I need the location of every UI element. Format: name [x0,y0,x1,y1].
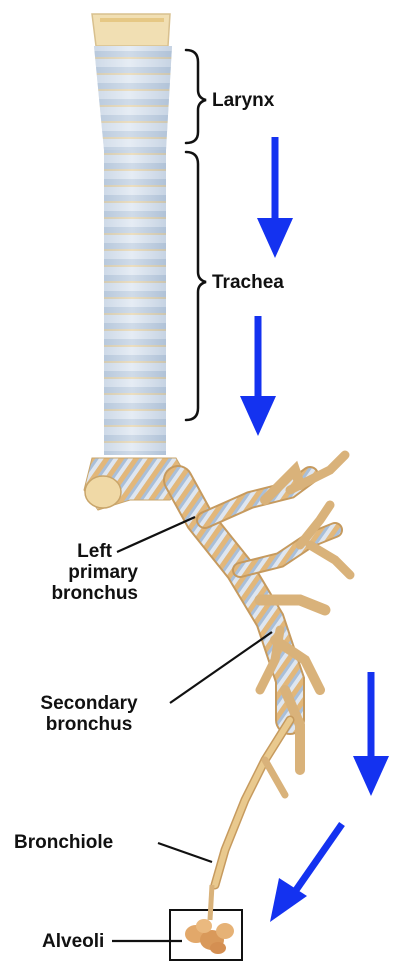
bronchiole-leader [158,843,212,862]
left-primary-bronchus-line-1: Left [40,541,138,562]
alveoli-label: Alveoli [42,931,104,952]
arrow-diagonal [270,824,342,922]
larynx-label: Larynx [212,90,274,111]
left-primary-bronchus-line-3: bronchus [40,583,138,604]
trachea-structure [104,150,166,455]
larynx-structure [92,14,172,150]
alveoli-box [170,885,242,960]
larynx-bracket [186,50,206,143]
arrow-down-3 [353,672,389,796]
trachea-label: Trachea [212,272,284,293]
left-primary-bronchus-label: Left primary bronchus [40,541,138,604]
secondary-bronchus-label: Secondary bronchus [14,693,164,735]
left-bronchial-tree [178,455,350,885]
left-primary-bronchus-line-2: primary [40,562,138,583]
secondary-bronchus-line-1: Secondary [14,693,164,714]
secondary-bronchus-line-2: bronchus [14,714,164,735]
arrow-down-2 [240,316,276,436]
arrow-down-1 [257,137,293,258]
bronchiole-label: Bronchiole [14,832,113,853]
trachea-bracket [186,152,206,420]
